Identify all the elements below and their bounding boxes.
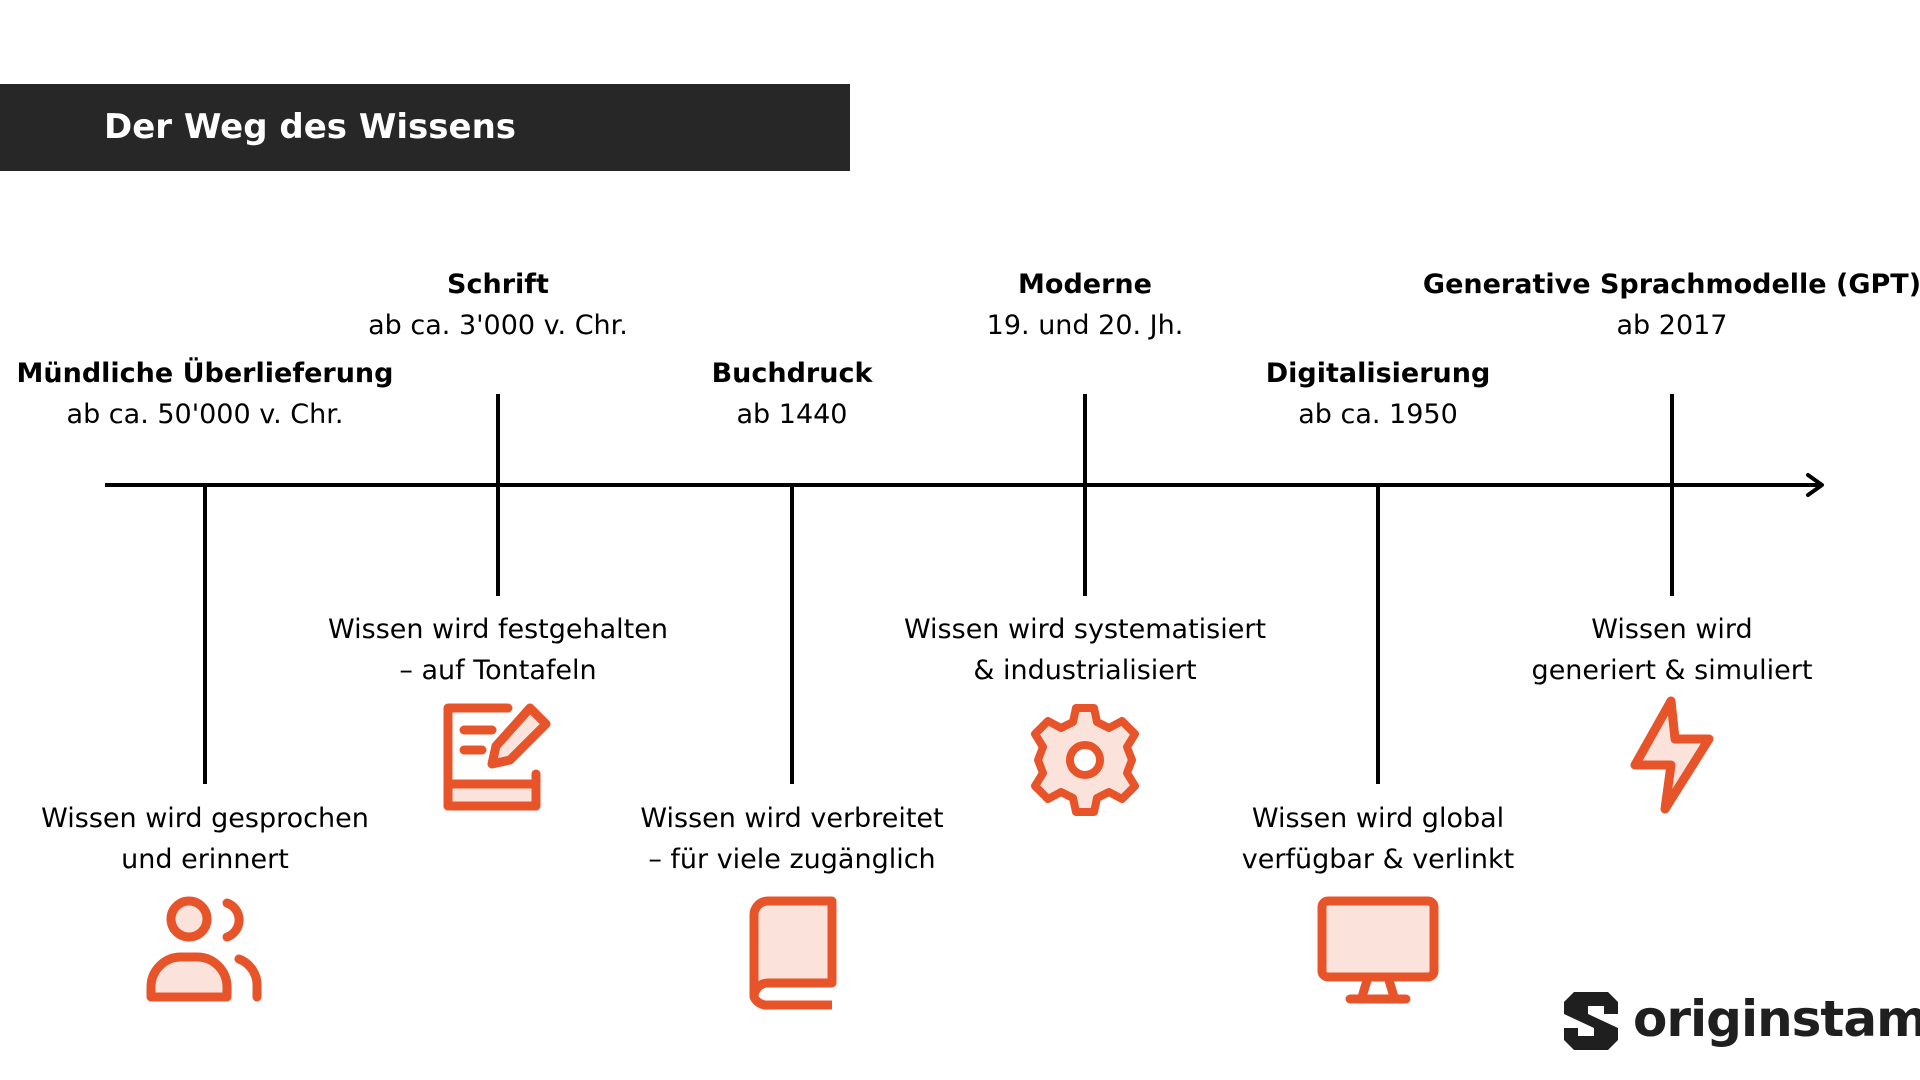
event-description-line: Wissen wird verbreitet [640,803,944,834]
event-description-line: Wissen wird systematisiert [903,614,1267,645]
event-date: ab ca. 1950 [1298,399,1458,430]
page-title: Der Weg des Wissens [104,107,517,147]
title-bar: Der Weg des Wissens [0,84,850,171]
event-description: Wissen wird generiert & simuliert [1532,609,1813,691]
event-description-line: Wissen wird gesprochen [41,803,369,834]
event-description: Wissen wird systematisiert & industrialis… [904,609,1266,691]
event-description-line: generiert & simuliert [1531,655,1813,686]
event-description-line: Wissen wird festgehalten [328,614,668,645]
event-title: Generative Sprachmodelle (GPT) [1422,269,1920,300]
event-description: Wissen wird verbreitet – für viele zugäng… [640,798,943,880]
event-description-line: – für viele zugänglich [648,844,936,875]
event-title: Moderne [1018,269,1152,300]
event-description-line: & industrialisiert [973,655,1197,686]
timeline-arrowhead [1806,473,1824,497]
event-description-line: Wissen wird [1591,614,1753,645]
event-description-line: Wissen wird global [1251,803,1505,834]
book-icon [742,895,842,1015]
event-description: Wissen wird gesprochen und erinnert [41,798,369,880]
logo-wordmark: originstamp [1633,990,1920,1048]
writing-tablet-icon [442,702,554,818]
event-description: Wissen wird festgehalten – auf Tontafeln [328,609,668,691]
event-date: ab 1440 [736,399,848,430]
event-date: ab 2017 [1616,310,1728,341]
event-description-line: und erinnert [121,844,289,875]
event-description-line: verfügbar & verlinkt [1241,844,1515,875]
gear-icon [1027,702,1143,822]
event-date: ab ca. 3'000 v. Chr. [368,310,628,341]
event-date: 19. und 20. Jh. [986,310,1184,341]
people-icon [145,895,265,1009]
originstamp-logo-icon [1564,992,1618,1050]
event-title: Mündliche Überlieferung [16,358,394,389]
event-description: Wissen wird global verfügbar & verlinkt [1242,798,1514,880]
event-title: Buchdruck [711,358,873,389]
event-title: Schrift [447,269,549,300]
monitor-icon [1316,895,1440,1009]
event-description-line: – auf Tontafeln [399,655,597,686]
event-title: Digitalisierung [1265,358,1491,389]
lightning-icon [1627,695,1717,819]
event-date: ab ca. 50'000 v. Chr. [66,399,344,430]
